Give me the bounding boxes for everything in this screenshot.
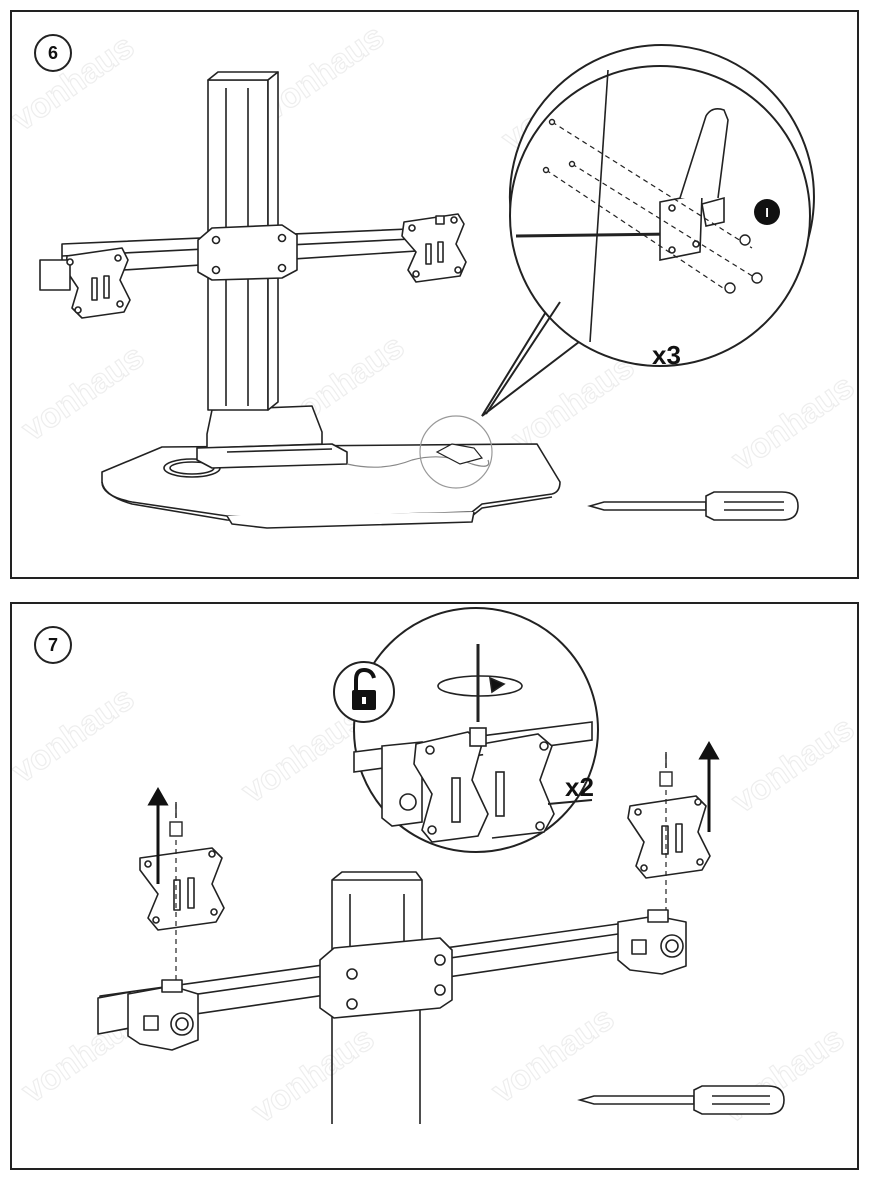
lock-open-icon (333, 661, 395, 723)
watermark: vonhaus (725, 709, 859, 820)
cable-clip (435, 443, 484, 465)
watermark: vonhaus (12, 27, 141, 138)
right-vesa-plate (401, 213, 467, 283)
screwdriver-icon (587, 491, 799, 521)
step-number-badge: 7 (34, 626, 72, 664)
quantity-label: x2 (565, 772, 594, 802)
thumb-screw (169, 821, 183, 837)
quantity-label: x3 (652, 340, 681, 370)
step-6-illustration: vonhaus vonhaus vonhaus vonhaus vonhaus … (12, 17, 859, 529)
watermark: vonhaus (245, 1019, 381, 1130)
thumb-screw (469, 727, 487, 747)
left-vesa-plate (139, 847, 225, 931)
cable (346, 456, 490, 468)
clip-handle (679, 108, 729, 199)
left-vesa-plate (65, 247, 131, 319)
mount-stud (161, 979, 183, 993)
thumb-screw (659, 771, 673, 787)
pole-clamp-block (206, 405, 323, 449)
step-7-illustration: vonhaus vonhaus vonhaus vonhaus vonhaus … (12, 607, 859, 1131)
watermark: vonhaus (725, 367, 859, 478)
clip-rod (515, 232, 673, 238)
monitor-pole (331, 1000, 421, 1124)
callout-badge (754, 199, 780, 225)
watermark: vonhaus (12, 679, 141, 790)
watermark: vonhaus (485, 999, 621, 1110)
screw-path (551, 121, 753, 249)
step-7-panel: vonhaus vonhaus vonhaus vonhaus vonhaus … (10, 602, 859, 1170)
left-arm-end (97, 991, 131, 1035)
step-6-panel: vonhaus vonhaus vonhaus vonhaus vonhaus … (10, 10, 859, 579)
callout-badge-label: I (765, 205, 769, 220)
detail-highlight-circle (419, 415, 493, 489)
screw-icon (542, 118, 763, 294)
arrow-up-icon (147, 740, 720, 884)
screwdriver-icon (577, 1085, 785, 1115)
right-vesa-plate (627, 795, 711, 879)
mount-stud (647, 909, 669, 923)
screw-path (571, 163, 763, 283)
center-bracket (197, 224, 298, 281)
screw-path (545, 169, 733, 295)
center-bracket (319, 937, 453, 1019)
rotate-arrow-icon (437, 675, 523, 697)
step-number-badge: 6 (34, 34, 72, 72)
watermark: vonhaus (15, 337, 151, 448)
left-arm-end (39, 259, 71, 291)
base-plate (226, 511, 475, 529)
thumb-screw (435, 215, 445, 225)
